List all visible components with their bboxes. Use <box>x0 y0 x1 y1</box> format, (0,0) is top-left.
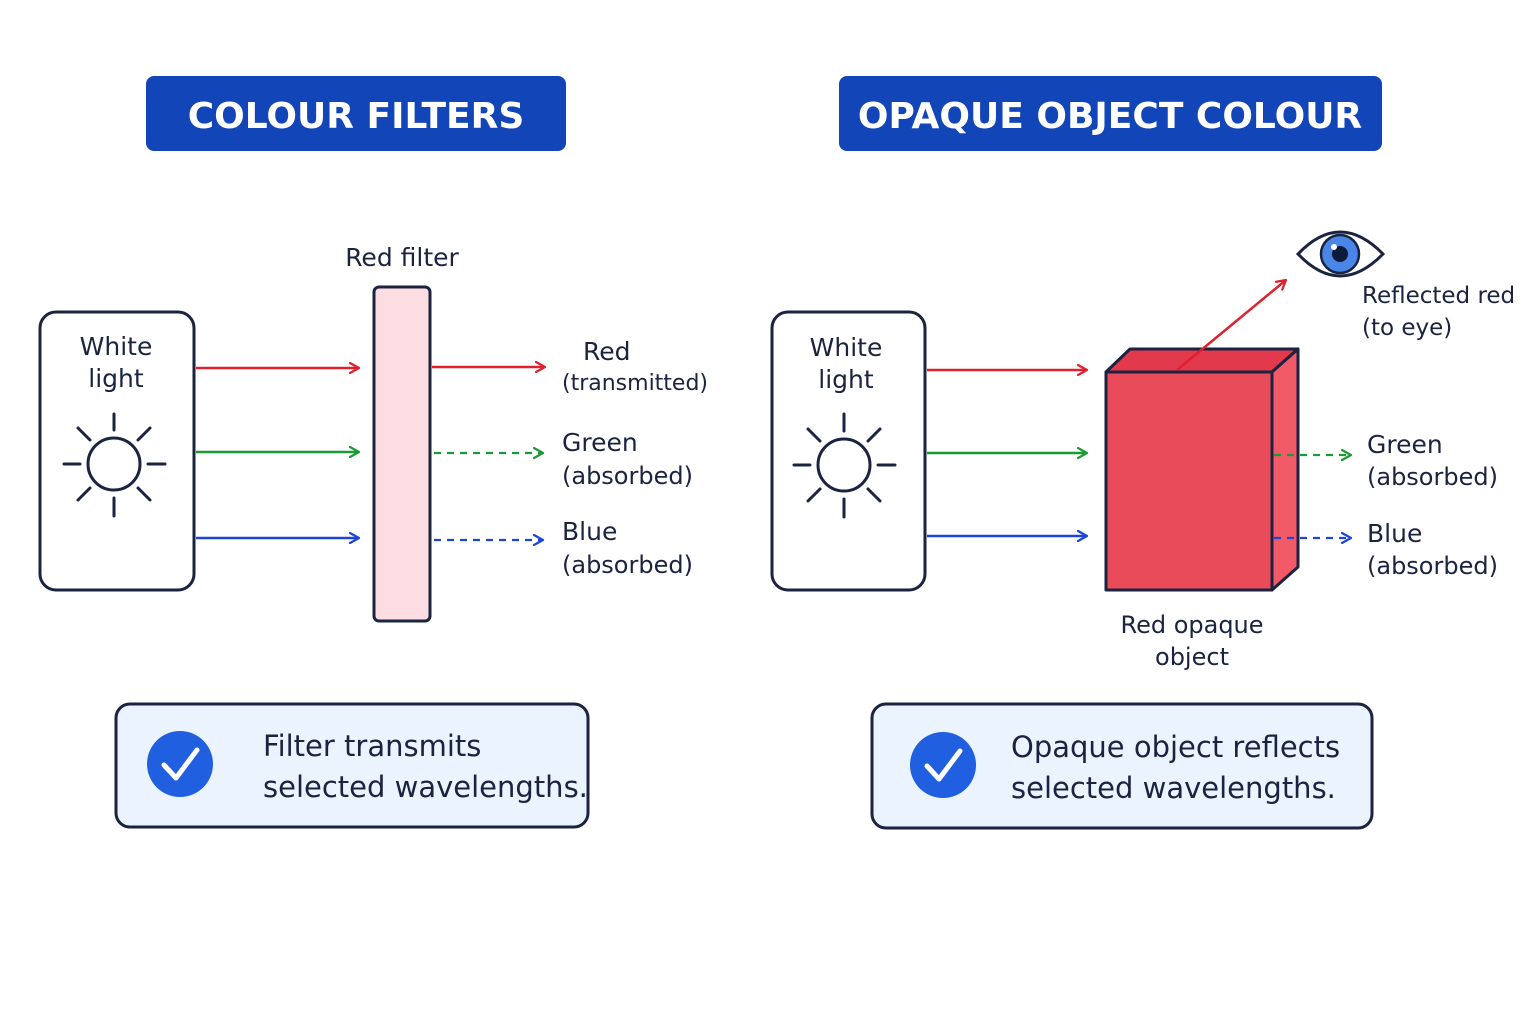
filter-summary-box: Filter transmits selected wavelengths. <box>114 702 590 829</box>
check-icon <box>910 732 976 798</box>
source-label-line1: White <box>80 332 153 361</box>
source-label-line2: light <box>818 365 874 394</box>
blue-output-label: Blue <box>1367 519 1422 548</box>
opaque-object-banner: OPAQUE OBJECT COLOUR <box>839 76 1382 151</box>
green-output-label: Green <box>562 428 638 457</box>
object-summary-line1: Opaque object reflects <box>1011 730 1340 764</box>
red-output-label: Red <box>583 337 631 366</box>
colour-filters-banner: COLOUR FILTERS <box>146 76 566 151</box>
white-light-source-right: White light <box>770 310 927 592</box>
red-filter: Red filter <box>345 243 460 623</box>
object-summary-box: Opaque object reflects selected waveleng… <box>870 702 1374 830</box>
blue-output-label: Blue <box>562 517 617 546</box>
sun-icon <box>792 412 897 519</box>
red-output-sublabel: (transmitted) <box>562 371 708 396</box>
red-opaque-object <box>1104 347 1300 592</box>
green-output-sublabel: (absorbed) <box>562 462 693 490</box>
blue-output-sublabel: (absorbed) <box>1367 552 1498 580</box>
source-label-line2: light <box>88 364 144 393</box>
object-label-line1: Red opaque <box>1120 611 1263 639</box>
sun-icon <box>62 412 167 518</box>
green-output-sublabel: (absorbed) <box>1367 463 1498 491</box>
reflected-red-ray <box>1176 280 1286 371</box>
eye-icon <box>1295 230 1386 278</box>
red-filter-label: Red filter <box>345 243 459 272</box>
colour-filters-title: COLOUR FILTERS <box>188 96 525 137</box>
opaque-object-panel: OPAQUE OBJECT COLOUR White light <box>770 76 1515 830</box>
object-label-line2: object <box>1155 643 1229 671</box>
green-output-label: Green <box>1367 430 1443 459</box>
filter-summary-line1: Filter transmits <box>263 729 481 763</box>
reflected-label: Reflected red <box>1362 283 1515 309</box>
blue-output-sublabel: (absorbed) <box>562 551 693 579</box>
colour-filters-panel: COLOUR FILTERS White light <box>38 76 708 829</box>
filter-summary-line2: selected wavelengths. <box>263 770 588 804</box>
opaque-object-title: OPAQUE OBJECT COLOUR <box>858 96 1362 137</box>
source-label-line1: White <box>810 333 883 362</box>
object-summary-line2: selected wavelengths. <box>1011 771 1336 805</box>
check-icon <box>147 731 213 797</box>
reflected-sublabel: (to eye) <box>1362 315 1452 341</box>
white-light-source-left: White light <box>38 310 196 592</box>
